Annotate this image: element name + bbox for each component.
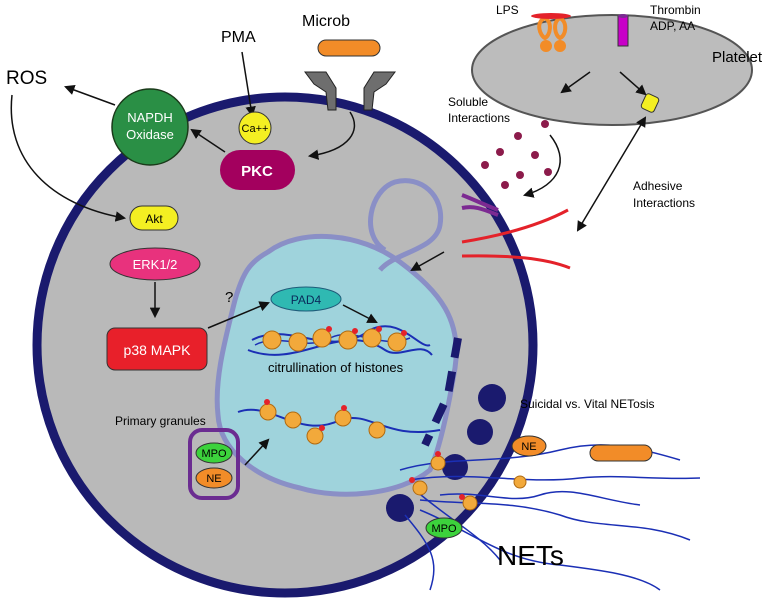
platelet [471,14,753,126]
receptor-channel-icon [304,71,396,111]
fibrin-fiber-icon [461,208,569,244]
net-ne-node [511,435,547,457]
net-citrulline-marks [409,451,465,500]
adhesion-molecule-icon [640,93,660,113]
adhesive-label-1: Adhesive [633,179,683,193]
p38-label: p38 MAPK [124,342,192,358]
net-histones [412,455,527,511]
fiber-to-nucleus-arrow [410,251,445,272]
pma-label: PMA [221,29,256,46]
calcium-label: Ca++ [242,123,269,135]
netosis-label: Suicidal vs. Vital NETosis [520,397,655,411]
pkc-to-napdh-arrow [190,128,226,153]
trapped-microbe-icon [589,444,653,462]
nets-label: NETs [497,540,564,571]
soluble-label-1: Soluble [448,95,488,109]
granule-mpo-node [195,442,233,464]
soluble-label-2: Interactions [448,111,510,125]
nuclear-envelope-loop [368,178,444,272]
akt-node [129,205,179,231]
pad4-node [270,286,342,312]
akt-label: Akt [145,212,163,226]
lower-citrulline-marks [264,399,347,431]
pkc-label: PKC [241,163,273,180]
granule-arrow [244,438,270,466]
napdh-to-ros-arrow [64,84,116,106]
tlr-receptor-icon [537,16,568,52]
granule-mpo-label: MPO [201,448,227,460]
platelet-arrow-left [560,71,591,94]
adhesive-arrow [576,116,647,232]
membrane-receptor-icon [461,193,499,217]
platelet-label: Platelet [712,49,763,66]
microb-arrow [307,111,356,160]
membrane-bleb [386,494,414,522]
p38-mapk-node [106,327,208,371]
thrombin-label: Thrombin [650,3,701,17]
microbe-icon [317,39,381,57]
lps-icon [531,13,571,19]
citrulline-marks [326,326,407,336]
thrombin-receptor-top [618,14,628,18]
question-mark: ? [225,289,233,306]
adhesive-label-2: Interactions [633,196,695,210]
ros-label: ROS [6,68,47,89]
lps-label: LPS [496,3,519,17]
pma-arrow [241,51,256,118]
soluble-factors [481,120,552,189]
pad4-to-histone-arrow [342,304,378,323]
primary-granule [188,428,240,500]
erk-node [109,247,201,281]
platelet-arrow-right [619,71,647,96]
pkc-node [220,150,295,190]
fibrin-fiber-icon [461,254,571,270]
net-ne-label: NE [521,441,536,453]
pad4-label: PAD4 [291,293,322,307]
adp-aa-label: ADP, AA [650,19,695,33]
microb-label: Microb [302,13,350,30]
membrane-bleb [478,384,506,412]
granule-ne-node [195,467,233,489]
net-mpo-label: MPO [431,523,457,535]
calcium-node [238,111,272,145]
net-mpo-node [425,517,463,539]
thrombin-receptor-icon [617,15,629,47]
broken-envelope [421,337,462,447]
ros-to-akt-arrow [10,94,127,222]
granule-ne-label: NE [206,473,221,485]
p38-to-pad4-arrow [207,301,270,329]
primary-granules-label: Primary granules [115,414,206,428]
erk-label: ERK1/2 [133,257,178,272]
napdh-oxidase-node [111,88,189,166]
napdh-label-2: Oxidase [126,127,174,142]
histone-group [262,328,407,352]
citrullination-label: citrullination of histones [268,360,404,375]
membrane-bleb [467,419,493,445]
napdh-label-1: NAPDH [127,110,173,125]
soluble-arrow [522,134,561,198]
